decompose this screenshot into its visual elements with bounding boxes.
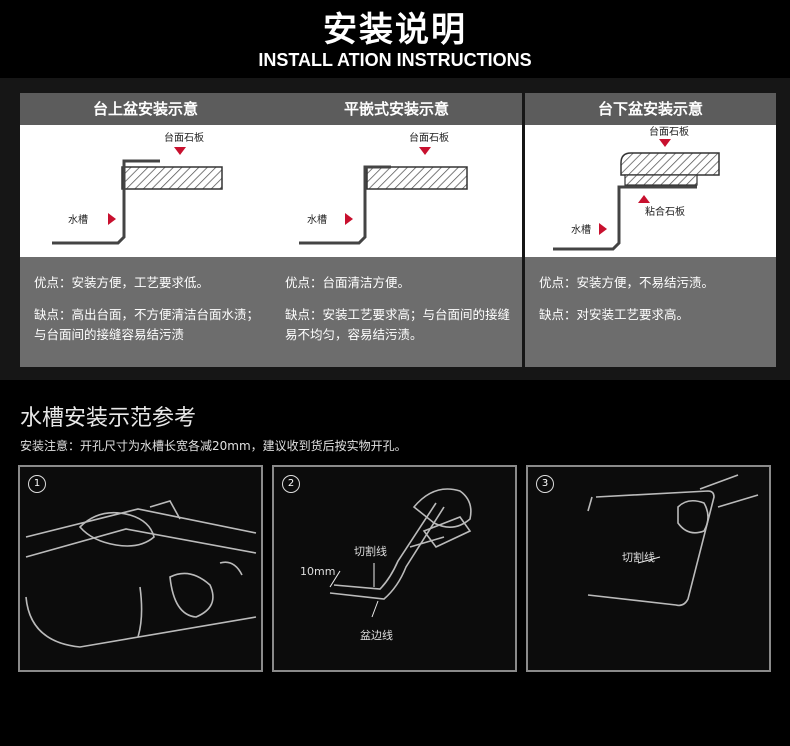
arrow-right-icon — [599, 223, 607, 235]
label-countertop: 台面石板 — [164, 131, 204, 144]
label-countertop: 台面石板 — [409, 131, 449, 144]
sink-edge — [299, 165, 391, 245]
countertop-slab — [620, 152, 720, 176]
page-header: 安装说明 INSTALL ATION INSTRUCTIONS — [0, 0, 790, 78]
hand-sketch — [677, 499, 709, 534]
step-2-panel: 2 切割线 10mm 盆边线 — [272, 465, 517, 672]
step-1-panel: 1 — [18, 465, 263, 672]
cons-text: 缺点：高出台面，不方便清洁台面水渍；与台面间的接缝容易结污渍 — [34, 307, 260, 342]
panel-desc: 优点：安装方便，工艺要求低。 缺点：高出台面，不方便清洁台面水渍；与台面间的接缝… — [20, 257, 271, 367]
countertop-slab — [121, 166, 223, 190]
section-title: 水槽安装示范参考 — [20, 406, 197, 431]
panel-title: 台下盆安装示意 — [525, 93, 776, 125]
arrow-right-icon — [345, 213, 353, 225]
page-title: 安装说明 — [323, 10, 467, 50]
step-2-illustration — [329, 488, 472, 618]
step-3-illustration — [587, 474, 759, 607]
hand-sketch — [78, 511, 155, 547]
pros-text: 优点：安装方便，不易结污渍。 — [539, 275, 715, 290]
label-sink: 水槽 — [307, 213, 327, 226]
sink-rim — [329, 506, 445, 600]
cons-text: 缺点：安装工艺要求高；与台面间的接缝易不均匀，容易结污渍。 — [285, 307, 511, 342]
cut-outline — [587, 490, 715, 607]
countertop-slab — [366, 166, 468, 190]
page-subtitle: INSTALL ATION INSTRUCTIONS — [258, 50, 532, 70]
arrow-right-icon — [108, 213, 116, 225]
label-sink: 水槽 — [571, 223, 591, 236]
pros-text: 优点：台面清洁方便。 — [285, 275, 411, 290]
top-mount-diagram: 台面石板 水槽 — [52, 131, 223, 245]
flush-mount-diagram: 台面石板 水槽 — [299, 131, 468, 245]
step-number: 3 — [536, 475, 554, 493]
arrow-down-icon — [174, 147, 186, 155]
label-edge-line: 盆边线 — [360, 629, 393, 642]
sink-edge — [52, 159, 160, 245]
step-number: 2 — [282, 475, 300, 493]
cons-text: 缺点：对安装工艺要求高。 — [539, 307, 690, 322]
label-sink: 水槽 — [68, 213, 88, 226]
label-cut-line: 切割线 — [354, 545, 387, 558]
panel-title: 平嵌式安装示意 — [271, 93, 522, 125]
step-number: 1 — [28, 475, 46, 493]
bonding-slab — [624, 174, 698, 186]
panel-flush-mount: 平嵌式安装示意 台面石板 水槽 优点：台面清洁方便。 缺点：安装工艺要求高；与台… — [271, 93, 522, 367]
arrow-down-icon — [659, 139, 671, 147]
pros-text: 优点：安装方便，工艺要求低。 — [34, 275, 210, 290]
label-bonding: 粘合石板 — [645, 205, 685, 218]
panel-desc: 优点：安装方便，不易结污渍。 缺点：对安装工艺要求高。 — [525, 257, 776, 367]
panel-diagram: 台面石板 水槽 — [271, 125, 522, 257]
panel-desc: 优点：台面清洁方便。 缺点：安装工艺要求高；与台面间的接缝易不均匀，容易结污渍。 — [271, 257, 522, 367]
sink-rim — [25, 508, 257, 538]
label-10mm: 10mm — [300, 565, 336, 578]
step-1-illustration — [25, 500, 257, 648]
install-note: 安装注意：开孔尺寸为水槽长宽各减20mm，建议收到货后按实物开孔。 — [20, 439, 407, 453]
panel-diagram: 台面石板 粘合石板 水槽 — [525, 125, 776, 257]
arrow-down-icon — [419, 147, 431, 155]
label-cut-line: 切割线 — [622, 551, 655, 564]
under-mount-diagram: 台面石板 粘合石板 水槽 — [553, 125, 720, 251]
step-3-panel: 3 切割线 — [526, 465, 771, 672]
arrow-up-icon — [638, 195, 650, 203]
panel-title: 台上盆安装示意 — [20, 93, 271, 125]
label-countertop: 台面石板 — [649, 125, 689, 138]
panel-under-mount: 台下盆安装示意 台面石板 粘合石板 水槽 优点：安装方便，不易结污渍。 缺点：对… — [525, 93, 776, 367]
panel-diagram: 台面石板 水槽 — [20, 125, 271, 257]
panel-top-mount: 台上盆安装示意 台面石板 水槽 优点：安装方便，工艺要求低。 缺点：高出台面，不… — [20, 93, 271, 367]
hand-sketch — [412, 488, 472, 528]
sink-edge — [553, 185, 697, 251]
